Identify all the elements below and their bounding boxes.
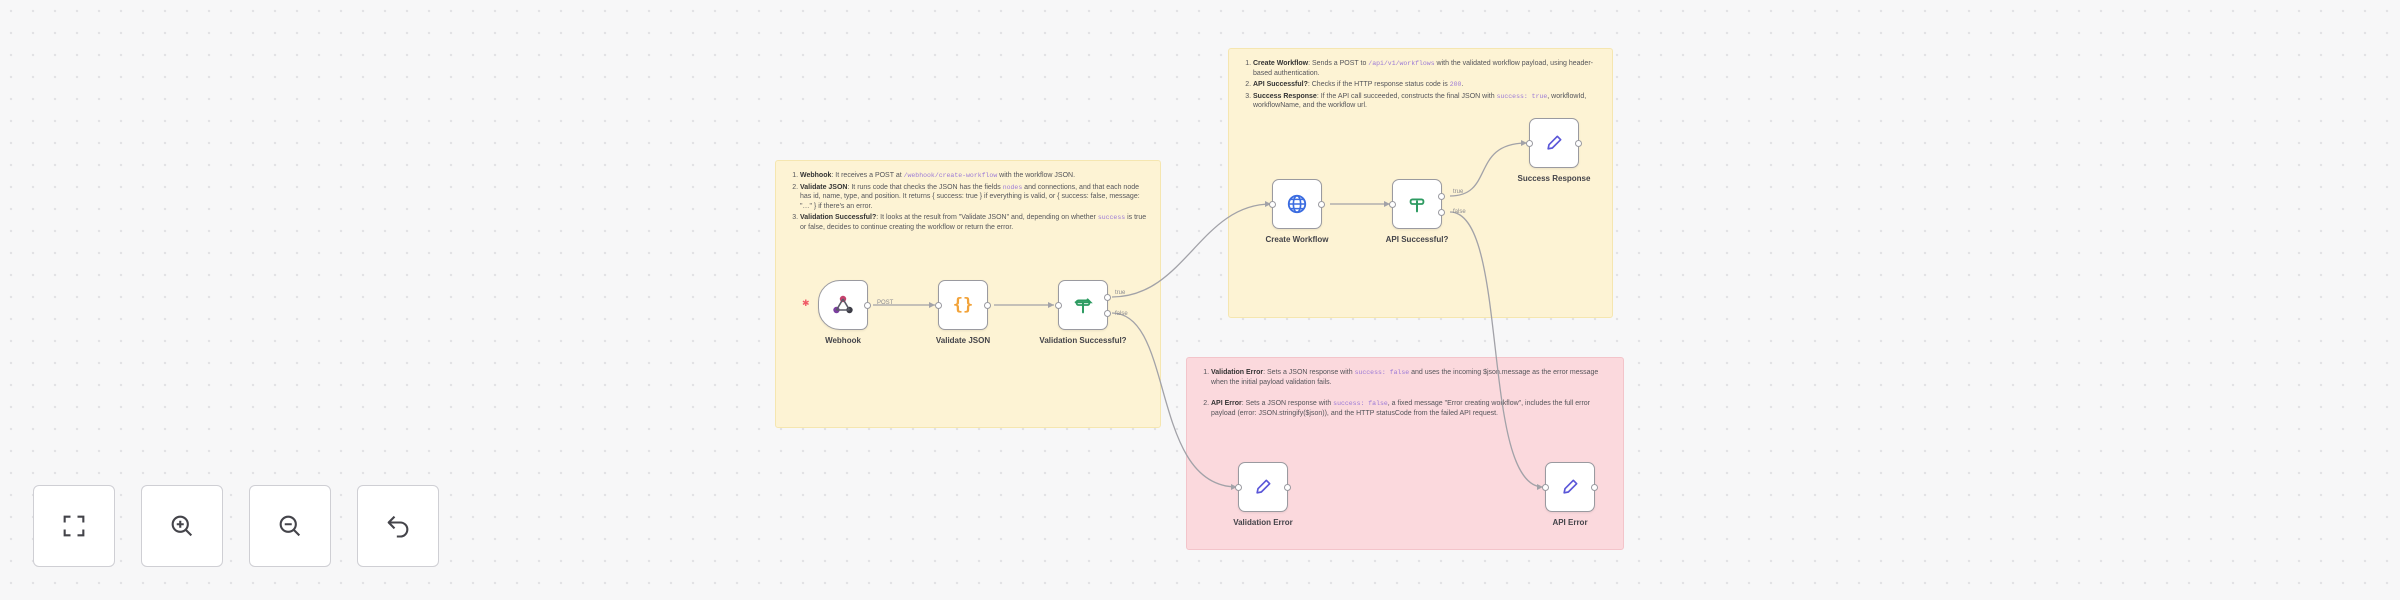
node-label-validate-json: Validate JSON (935, 336, 991, 345)
webhook-icon (833, 295, 853, 314)
node-label-api-error: API Error (1552, 518, 1588, 527)
node-api-error[interactable] (1542, 462, 1598, 512)
output-port-false[interactable] (1104, 310, 1111, 317)
wire-api-true-to-success (1449, 142, 1528, 197)
zoom-in-button[interactable] (141, 485, 223, 567)
trigger-bolt-icon: ✱ (802, 298, 810, 308)
note-list: Validation Error: Sets a JSON response w… (1199, 368, 1611, 418)
note-item: API Successful?: Checks if the HTTP resp… (1253, 80, 1600, 90)
output-port-true[interactable] (1438, 193, 1445, 200)
wire-if-true-to-create (1111, 203, 1272, 298)
code-braces-icon: {} (952, 295, 974, 315)
node-label-api-successful: API Successful? (1385, 235, 1449, 244)
input-port[interactable] (1542, 484, 1549, 491)
arrow-head (1048, 302, 1054, 308)
arrow-head (1231, 484, 1237, 490)
port-tag-false: false (1115, 311, 1128, 317)
undo-button[interactable] (357, 485, 439, 567)
input-port[interactable] (1055, 302, 1062, 309)
node-validation-successful[interactable] (1055, 280, 1111, 330)
zoom-in-icon (171, 515, 193, 537)
input-port[interactable] (1526, 140, 1533, 147)
wire-if-false-to-validation-error (1111, 312, 1238, 488)
arrow-head (1265, 201, 1271, 207)
globe-icon (1287, 194, 1307, 214)
node-success-response[interactable] (1526, 118, 1582, 168)
node-api-successful[interactable] (1389, 179, 1445, 229)
if-branch-icon (1074, 298, 1093, 314)
output-port-false[interactable] (1438, 209, 1445, 216)
arrow-head (929, 302, 935, 308)
zoom-out-button[interactable] (249, 485, 331, 567)
wire-api-false-to-api-error (1449, 211, 1544, 488)
output-port[interactable] (984, 302, 991, 309)
node-validation-error[interactable] (1235, 462, 1291, 512)
if-branch-icon (1409, 198, 1425, 213)
note-item: Success Response: If the API call succee… (1253, 92, 1600, 111)
output-port[interactable] (1284, 484, 1291, 491)
input-port[interactable] (1389, 201, 1396, 208)
note-list: Create Workflow: Sends a POST to /api/v1… (1241, 59, 1600, 111)
node-webhook[interactable] (818, 280, 871, 330)
input-port[interactable] (935, 302, 942, 309)
pencil-icon (1563, 479, 1578, 494)
sticky-note-errors[interactable]: Validation Error: Sets a JSON response w… (1186, 357, 1624, 550)
pencil-icon (1547, 135, 1562, 150)
node-label-validation-successful: Validation Successful? (1039, 336, 1127, 345)
node-validate-json[interactable]: {} (935, 280, 991, 330)
port-tag-true: true (1453, 189, 1464, 195)
zoom-out-icon (279, 515, 301, 537)
undo-icon (387, 515, 409, 538)
port-tag-true: true (1115, 290, 1126, 296)
node-label-validation-error: Validation Error (1233, 518, 1293, 527)
arrow-head (1521, 140, 1527, 146)
note-item: Validate JSON: It runs code that checks … (800, 183, 1148, 212)
node-label-create-workflow: Create Workflow (1265, 235, 1329, 244)
port-tag-false: false (1453, 209, 1466, 215)
output-port[interactable] (1318, 201, 1325, 208)
arrow-head (1537, 484, 1543, 490)
node-label-success-response: Success Response (1517, 174, 1591, 183)
output-port[interactable] (1575, 140, 1582, 147)
note-item: Validation Successful?: It looks at the … (800, 213, 1148, 232)
note-item: API Error: Sets a JSON response with suc… (1211, 399, 1611, 418)
port-tag-post: POST (877, 300, 894, 306)
input-port[interactable] (1269, 201, 1276, 208)
output-port[interactable] (864, 302, 871, 309)
fit-view-button[interactable] (33, 485, 115, 567)
node-create-workflow[interactable] (1269, 179, 1325, 229)
node-label-webhook: Webhook (825, 336, 861, 345)
note-item: Create Workflow: Sends a POST to /api/v1… (1253, 59, 1600, 78)
input-port[interactable] (1235, 484, 1242, 491)
arrow-head (1384, 201, 1390, 207)
output-port[interactable] (1591, 484, 1598, 491)
note-item: Validation Error: Sets a JSON response w… (1211, 368, 1611, 387)
note-list: Webhook: It receives a POST at /webhook/… (788, 171, 1148, 232)
fit-view-icon (63, 515, 85, 537)
note-item: Webhook: It receives a POST at /webhook/… (800, 171, 1148, 181)
pencil-icon (1256, 479, 1271, 494)
output-port-true[interactable] (1104, 294, 1111, 301)
